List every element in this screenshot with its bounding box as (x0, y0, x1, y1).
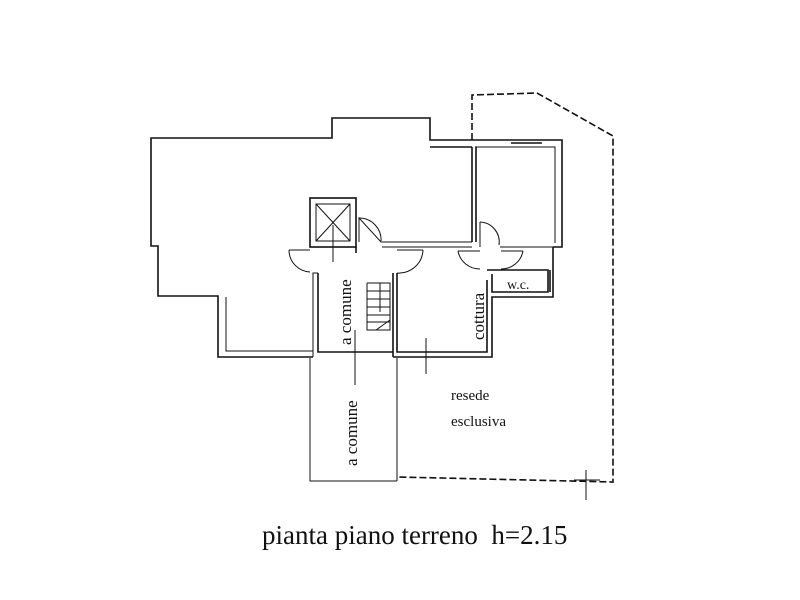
door-arc (457, 250, 481, 270)
wc-room (487, 269, 549, 293)
door-arc (288, 249, 311, 273)
door-arc (500, 250, 524, 270)
plan-title: pianta piano terreno h=2.15 (262, 520, 568, 550)
kitchen-wall (396, 273, 488, 353)
door-arc (479, 221, 500, 247)
common-strip (309, 358, 397, 482)
lift-cross (315, 203, 351, 242)
inner-wall-left (225, 272, 318, 352)
building-outline-right (393, 247, 554, 358)
corridor-wall (317, 273, 393, 353)
yard-boundary (397, 92, 614, 483)
door-arc (396, 249, 424, 274)
label-yard-line2: esclusiva (451, 414, 506, 430)
label-common-area-2: a comune (342, 400, 361, 466)
staircase (366, 282, 391, 331)
label-common-area-1: a comune (336, 279, 355, 345)
building-outline (150, 117, 472, 358)
right-room-inner (475, 146, 556, 243)
label-yard-line1: resede (451, 388, 490, 404)
right-room (472, 139, 563, 248)
label-wc: w.c. (507, 278, 529, 293)
label-kitchen: cottura (469, 292, 488, 340)
door-arc (357, 217, 382, 244)
